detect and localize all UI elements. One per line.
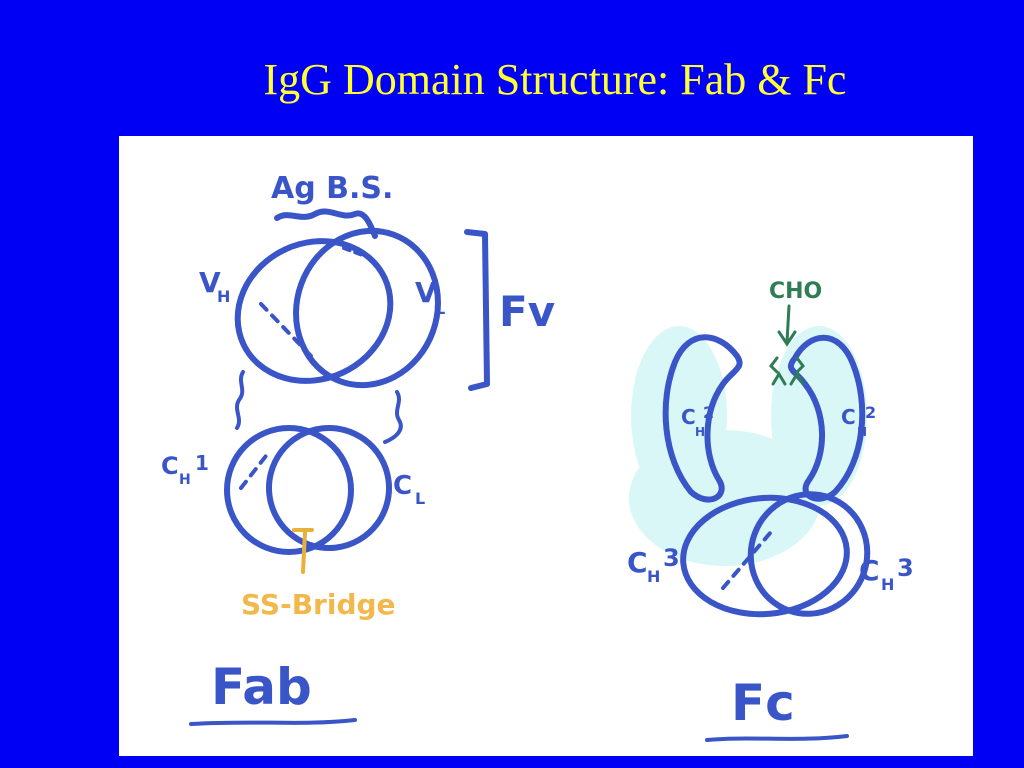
cho-label: CHO	[769, 279, 822, 304]
slide-title: IgG Domain Structure: Fab & Fc	[263, 55, 847, 104]
ch3-left-sub-label: H	[647, 567, 660, 586]
vl-sub-label: L	[435, 299, 445, 318]
ch1-label: C	[161, 452, 179, 480]
igg-domain-diagram: Ag B.S. V H V L Fv C H 1 C L Fab SS-Brid…	[161, 171, 914, 742]
vh-ch1-linker	[235, 370, 245, 430]
fv-hidden-line	[259, 302, 313, 358]
vl-cl-linker	[383, 390, 403, 444]
ch1-sub-label: H	[179, 472, 191, 488]
vh-label: V	[199, 266, 221, 299]
fab-labels: Ag B.S. V H V L Fv C H 1 C L Fab	[161, 171, 555, 716]
ch2-right-label: C	[841, 405, 856, 429]
cl-domain	[266, 425, 392, 551]
ch2-right-sub-label: H	[857, 425, 867, 439]
fv-bracket	[464, 229, 490, 391]
cho-group	[769, 304, 805, 386]
ch2-left-sup-label: 2	[703, 403, 714, 422]
ch2-left-domain	[662, 334, 743, 503]
ch3-right-sup-label: 3	[897, 554, 914, 582]
ch3-right-domain	[747, 491, 871, 617]
vl-domain	[293, 227, 441, 389]
glycan-marks	[769, 356, 805, 386]
ch2-right-domain	[787, 334, 866, 502]
ch2-left-sub-label: H	[695, 425, 705, 439]
fab-diagram	[189, 208, 490, 726]
fab-underline	[189, 718, 357, 726]
vl-label: V	[415, 276, 437, 309]
ch3-left-domain	[680, 494, 850, 618]
ag-bs-label: Ag B.S.	[271, 171, 393, 206]
fc-caption: Fc	[731, 674, 795, 732]
diagram-panel: Ag B.S. V H V L Fv C H 1 C L Fab SS-Brid…	[119, 136, 973, 756]
ch1-domain	[224, 425, 354, 555]
ch3-right-sub-label: H	[881, 575, 894, 594]
fv-label: Fv	[499, 287, 555, 336]
ch1-sup-label: 1	[195, 451, 209, 475]
ss-bridge-label: SS-Bridge	[241, 588, 396, 621]
vh-domain	[234, 238, 394, 384]
fc-underline	[705, 734, 849, 742]
ch3-left-label: C	[627, 546, 648, 579]
fc-cyan-highlight	[629, 326, 867, 566]
fc-labels: CHO C H 2 C H 2 C H 3 C H 3 Fc	[627, 279, 914, 732]
cho-arrow	[777, 304, 797, 347]
fc-diagram	[662, 334, 871, 742]
cl-label: C	[393, 471, 412, 501]
fab-caption: Fab	[211, 658, 312, 716]
ss-bridge-marker	[292, 528, 314, 574]
cl-sub-label: L	[415, 489, 425, 508]
ch2-right-sup-label: 2	[865, 403, 876, 422]
antigen-binding-site-mark	[274, 208, 378, 239]
ch3-left-sup-label: 3	[663, 544, 680, 572]
ch2-left-label: C	[681, 405, 696, 429]
vh-sub-label: H	[217, 287, 230, 306]
ch3-right-label: C	[859, 554, 880, 587]
